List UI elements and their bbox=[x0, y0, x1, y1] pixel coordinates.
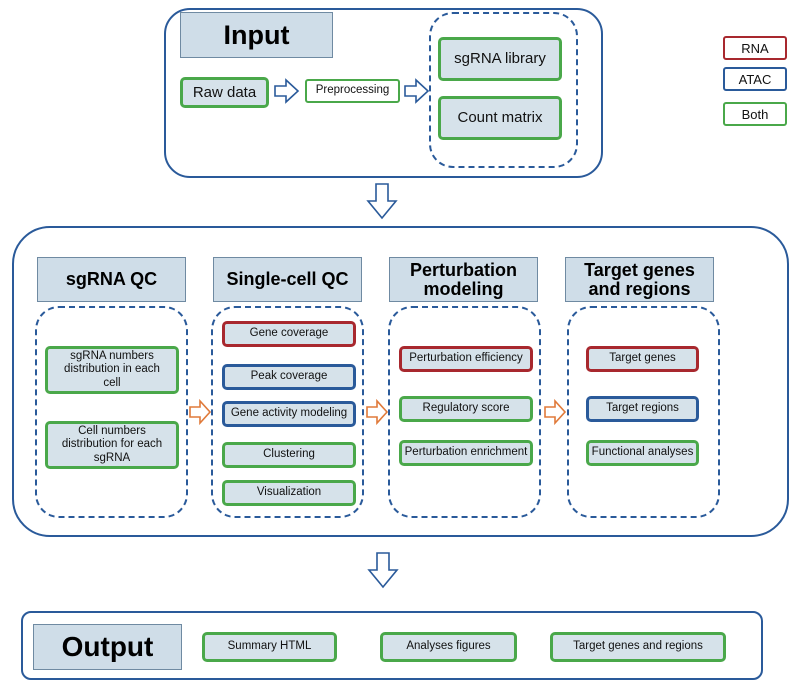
arrow-analysis-to-output bbox=[367, 552, 399, 589]
legend-atac: ATAC bbox=[723, 67, 787, 91]
sgrna-qc-title: sgRNA QC bbox=[37, 257, 186, 302]
sc-qc-item-clustering: Clustering bbox=[222, 442, 356, 468]
sgrna-qc-item-2: Cell numbers distribution for each sgRNA bbox=[45, 421, 179, 469]
targets-item-functional: Functional analyses bbox=[586, 440, 699, 466]
sgrna-library-box: sgRNA library bbox=[438, 37, 562, 81]
targets-group bbox=[567, 306, 720, 518]
arrow-input-to-analysis bbox=[366, 183, 398, 220]
targets-title: Target genes and regions bbox=[565, 257, 714, 302]
arrow-perturbation-to-targets bbox=[544, 398, 567, 426]
perturbation-title: Perturbation modeling bbox=[389, 257, 538, 302]
single-cell-qc-group bbox=[211, 306, 364, 518]
output-item-targets: Target genes and regions bbox=[550, 632, 726, 662]
targets-item-genes: Target genes bbox=[586, 346, 699, 372]
perturbation-item-regulatory: Regulatory score bbox=[399, 396, 533, 422]
sc-qc-item-visualization: Visualization bbox=[222, 480, 356, 506]
raw-data-box: Raw data bbox=[180, 77, 269, 108]
output-title: Output bbox=[33, 624, 182, 670]
perturbation-item-efficiency: Perturbation efficiency bbox=[399, 346, 533, 372]
arrow-scqc-to-perturbation bbox=[366, 398, 389, 426]
single-cell-qc-title: Single-cell QC bbox=[213, 257, 362, 302]
preprocessing-box: Preprocessing bbox=[305, 79, 400, 103]
sc-qc-item-gene-activity: Gene activity modeling bbox=[222, 401, 356, 427]
count-matrix-box: Count matrix bbox=[438, 96, 562, 140]
arrow-sgrnaqc-to-scqc bbox=[189, 398, 212, 426]
input-group-dashed bbox=[429, 12, 578, 168]
sc-qc-item-peak-coverage: Peak coverage bbox=[222, 364, 356, 390]
perturbation-item-enrichment: Perturbation enrichment bbox=[399, 440, 533, 466]
sc-qc-item-gene-coverage: Gene coverage bbox=[222, 321, 356, 347]
legend-both: Both bbox=[723, 102, 787, 126]
perturbation-group bbox=[388, 306, 541, 518]
sgrna-qc-group bbox=[35, 306, 188, 518]
input-title: Input bbox=[180, 12, 333, 58]
legend-rna: RNA bbox=[723, 36, 787, 60]
sgrna-qc-item-1: sgRNA numbers distribution in each cell bbox=[45, 346, 179, 394]
output-item-summary: Summary HTML bbox=[202, 632, 337, 662]
targets-item-regions: Target regions bbox=[586, 396, 699, 422]
arrow-rawdata-to-preprocessing bbox=[274, 78, 300, 104]
arrow-preprocessing-to-inputs bbox=[404, 78, 430, 104]
output-item-figures: Analyses figures bbox=[380, 632, 517, 662]
